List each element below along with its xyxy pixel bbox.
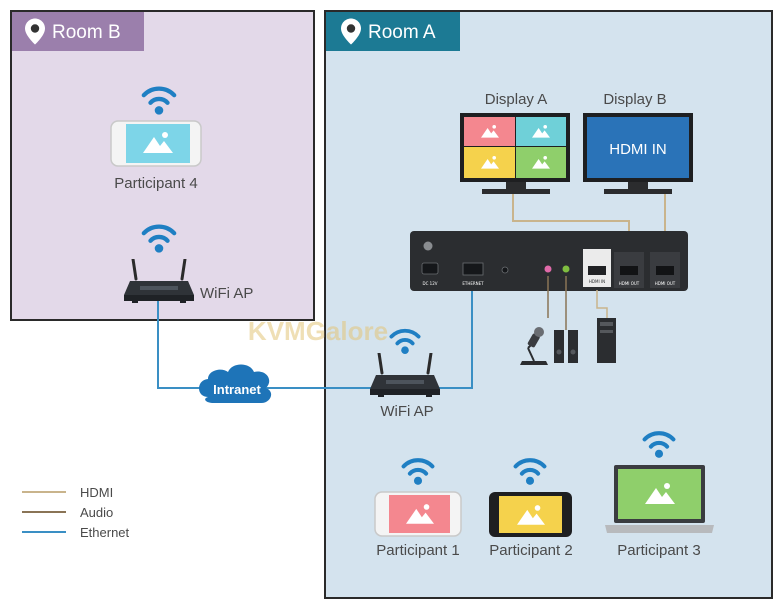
participant-2-label: Participant 2	[489, 542, 572, 559]
display-b-screen-text: HDMI IN	[609, 141, 667, 158]
presentation-switch: DC 12V ETHERNET HDMI IN HDMI OUT HDMI OU…	[410, 231, 688, 291]
watermark-logo: KVMGalore	[248, 316, 388, 346]
wifi-ap-room-b: WiFi AP	[124, 227, 253, 303]
cloud-icon	[199, 364, 272, 404]
intranet-cloud: Intranet	[199, 364, 272, 404]
phone-screen	[499, 496, 562, 533]
participant-2: Participant 2	[489, 460, 573, 559]
room-b-title: Room B	[52, 22, 121, 43]
display-a-label: Display A	[485, 91, 548, 108]
ethernet-link	[157, 300, 208, 389]
ethernet-link	[437, 275, 473, 389]
wifi-ap-a-label: WiFi AP	[380, 403, 433, 420]
hdmi-out-2-port-label: HDMI OUT	[655, 281, 676, 286]
dc-port-label: DC 12V	[423, 281, 438, 286]
display-a: Display A	[460, 91, 570, 194]
participant-1-label: Participant 1	[376, 542, 459, 559]
legend: HDMI Audio Ethernet	[22, 485, 130, 540]
ethernet-port-label: ETHERNET	[462, 281, 484, 286]
room-a-title: Room A	[368, 22, 436, 43]
hdmi-out-1-port-label: HDMI OUT	[619, 281, 640, 286]
participant-4-label: Participant 4	[114, 175, 197, 192]
legend-label-hdmi: HDMI	[80, 485, 113, 500]
wifi-ap-room-a: WiFi AP	[370, 328, 440, 420]
legend-label-ethernet: Ethernet	[80, 525, 130, 540]
pc-tower-icon	[597, 318, 616, 363]
switch-body	[410, 231, 688, 291]
participant-3-label: Participant 3	[617, 542, 700, 559]
participant-4: Participant 4	[110, 89, 202, 192]
display-b: Display B HDMI IN	[583, 91, 693, 194]
hdmi-in-port-label: HDMI IN	[589, 279, 605, 284]
wifi-ap-b-label: WiFi AP	[200, 285, 253, 302]
microphone-icon	[520, 327, 548, 365]
legend-label-audio: Audio	[80, 505, 113, 520]
participant-1: Participant 1	[374, 460, 462, 559]
hdmi-cable	[596, 290, 608, 318]
intranet-label: Intranet	[213, 382, 261, 397]
room-b: Room B	[10, 10, 315, 321]
speakers-icon	[554, 330, 578, 363]
display-b-label: Display B	[603, 91, 666, 108]
participant-3: Participant 3	[605, 433, 714, 559]
